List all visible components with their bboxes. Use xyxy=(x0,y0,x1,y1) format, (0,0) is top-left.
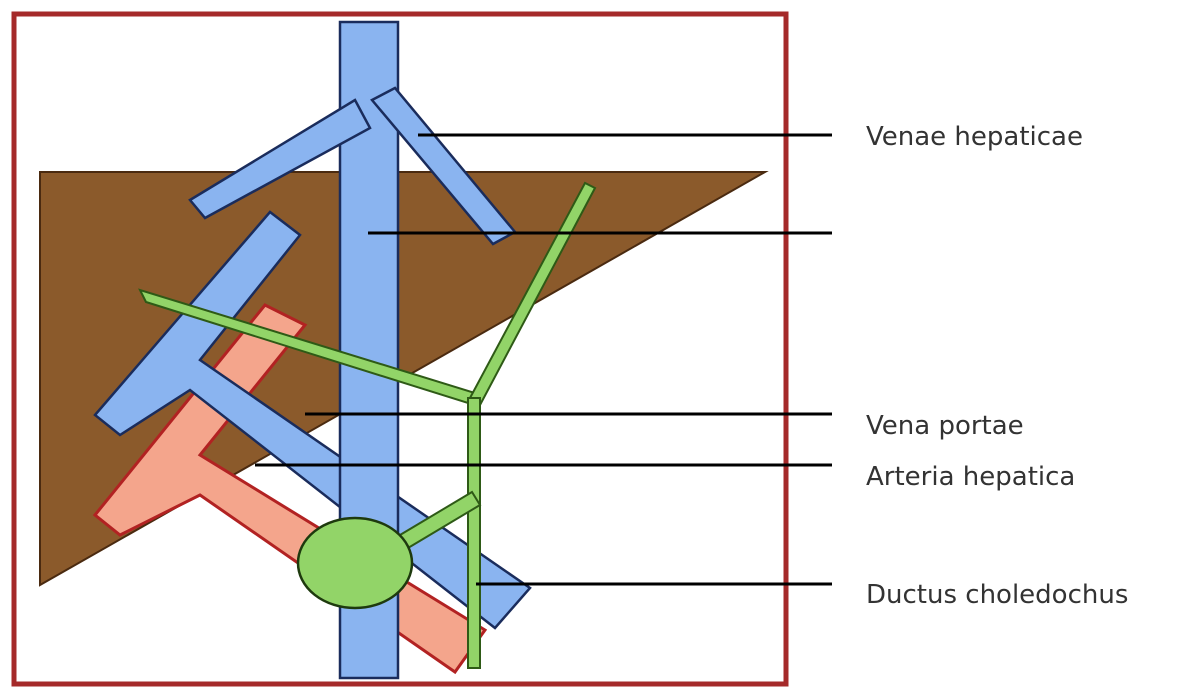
label-vena-portae: Vena portae xyxy=(866,411,1024,441)
venae-hepaticae-shape xyxy=(188,86,517,246)
label-arteria-hepatica: Arteria hepatica xyxy=(866,462,1075,492)
gallbladder-shape xyxy=(296,516,414,610)
label-venae-hepaticae: Venae hepaticae xyxy=(866,122,1083,152)
label-ductus-choledochus: Ductus choledochus xyxy=(866,580,1128,610)
